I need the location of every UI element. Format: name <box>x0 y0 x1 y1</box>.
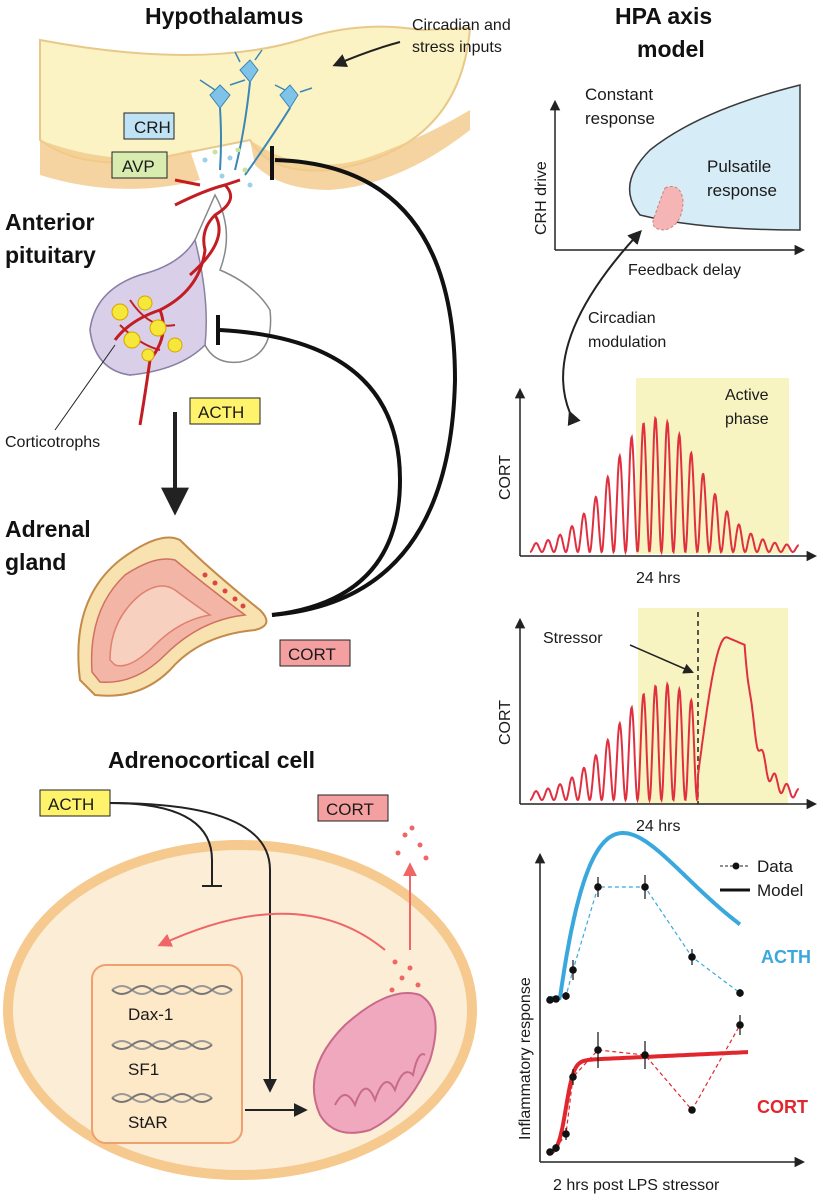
model-title-line2: model <box>637 36 705 62</box>
operating-region <box>652 186 684 231</box>
data-point <box>569 966 577 974</box>
stressor-arrow <box>629 644 694 674</box>
acth-model-curve <box>548 831 742 1000</box>
portal-vessels <box>113 178 241 426</box>
data-point <box>562 1130 570 1138</box>
secretory-granules <box>202 147 253 188</box>
constant-label-line1: Constant <box>585 85 653 104</box>
inflam-y-label: Inflammatory response <box>517 977 534 1140</box>
cort1-x-label: 24 hrs <box>636 570 680 587</box>
dna-helices <box>111 985 233 1103</box>
pulsatile-label-line1: Pulsatile <box>707 157 771 176</box>
data-point <box>594 883 602 891</box>
mitochondrion <box>312 992 437 1134</box>
legend-data-label: Data <box>757 857 793 876</box>
circadian-label-line1: Circadian <box>588 310 656 327</box>
data-point <box>641 883 649 891</box>
active-phase-label-line2: phase <box>725 411 769 428</box>
gene-sf1: SF1 <box>128 1060 159 1079</box>
pulsatile-label-line2: response <box>707 181 777 200</box>
data-point <box>552 995 560 1003</box>
cort-granules-out <box>395 825 429 861</box>
cort-data-series <box>546 1015 744 1156</box>
data-point <box>736 1021 744 1029</box>
data-point <box>641 1051 649 1059</box>
acth-series-label: ACTH <box>761 947 811 967</box>
circadian-label-line2: modulation <box>588 334 666 351</box>
legend-model-label: Model <box>757 881 803 900</box>
avp-label: AVP <box>122 157 155 176</box>
cort-box <box>279 639 351 667</box>
corticotrophs-leader <box>54 344 116 431</box>
acth-data-series <box>546 875 744 1004</box>
crh-box <box>123 112 175 140</box>
cort-granules-in <box>389 959 421 993</box>
data-point <box>562 992 570 1000</box>
acth-box <box>189 397 261 425</box>
crh-neurons <box>199 49 313 176</box>
active-phase-label-line1: Active <box>725 387 769 404</box>
adrenal-label-line2: gland <box>5 549 66 575</box>
legend-data-marker <box>732 862 740 870</box>
data-point <box>569 1073 577 1081</box>
acth-label: ACTH <box>198 403 244 422</box>
cort1-trace <box>529 415 799 556</box>
cort-series-label: CORT <box>757 1097 808 1117</box>
circadian-arrow <box>562 229 642 427</box>
cort2-y-label: CORT <box>497 700 514 745</box>
cell-cort-box <box>317 794 389 822</box>
cort-feedback-arrow <box>157 912 386 951</box>
phase-y-label: CRH drive <box>533 161 550 235</box>
constant-label-line2: response <box>585 109 655 128</box>
feedback-to-pituitary <box>219 328 403 617</box>
data-point <box>594 1046 602 1054</box>
data-point <box>736 989 744 997</box>
anterior-label-line2: pituitary <box>5 242 96 268</box>
hypothalamus-region <box>39 25 472 190</box>
data-point <box>546 1148 554 1156</box>
cort-model-curve <box>547 1050 748 1156</box>
hypothalamus-title: Hypothalamus <box>145 3 303 29</box>
stressor-label: Stressor <box>543 630 603 647</box>
legend: Data Model <box>720 857 803 900</box>
model-title-line1: HPA axis <box>615 3 712 29</box>
data-point <box>546 996 554 1004</box>
crh-label: CRH <box>134 118 171 137</box>
cort-label: CORT <box>288 645 336 664</box>
gene-dax1: Dax-1 <box>128 1005 173 1024</box>
anterior-label-line1: Anterior <box>5 209 95 235</box>
inputs-arrow <box>332 41 401 68</box>
cort2-x-label: 24 hrs <box>636 818 680 835</box>
nucleus <box>91 964 243 1144</box>
cell-title: Adrenocortical cell <box>108 747 315 773</box>
feedback-to-hypothalamus <box>271 158 458 617</box>
data-point <box>688 953 696 961</box>
cell-acth-label: ACTH <box>48 795 94 814</box>
phase-x-label: Feedback delay <box>628 262 741 279</box>
inputs-label-line1: Circadian and <box>412 17 511 34</box>
avp-box <box>111 151 168 179</box>
data-point <box>552 1144 560 1152</box>
inflam-x-label: 2 hrs post LPS stressor <box>553 1177 720 1194</box>
adrenal-label-line1: Adrenal <box>5 516 91 542</box>
cort1-y-label: CORT <box>497 455 514 500</box>
data-point <box>688 1106 696 1114</box>
cell-cort-label: CORT <box>326 800 374 819</box>
acth-to-nucleus-arrow <box>109 802 277 1093</box>
inputs-label-line2: stress inputs <box>412 39 502 56</box>
corticotrophs-label: Corticotrophs <box>5 434 100 451</box>
gene-star: StAR <box>128 1113 168 1132</box>
corticotroph-cells <box>111 295 183 362</box>
cort2-trace <box>529 636 799 804</box>
adrenal-gland <box>77 536 268 697</box>
